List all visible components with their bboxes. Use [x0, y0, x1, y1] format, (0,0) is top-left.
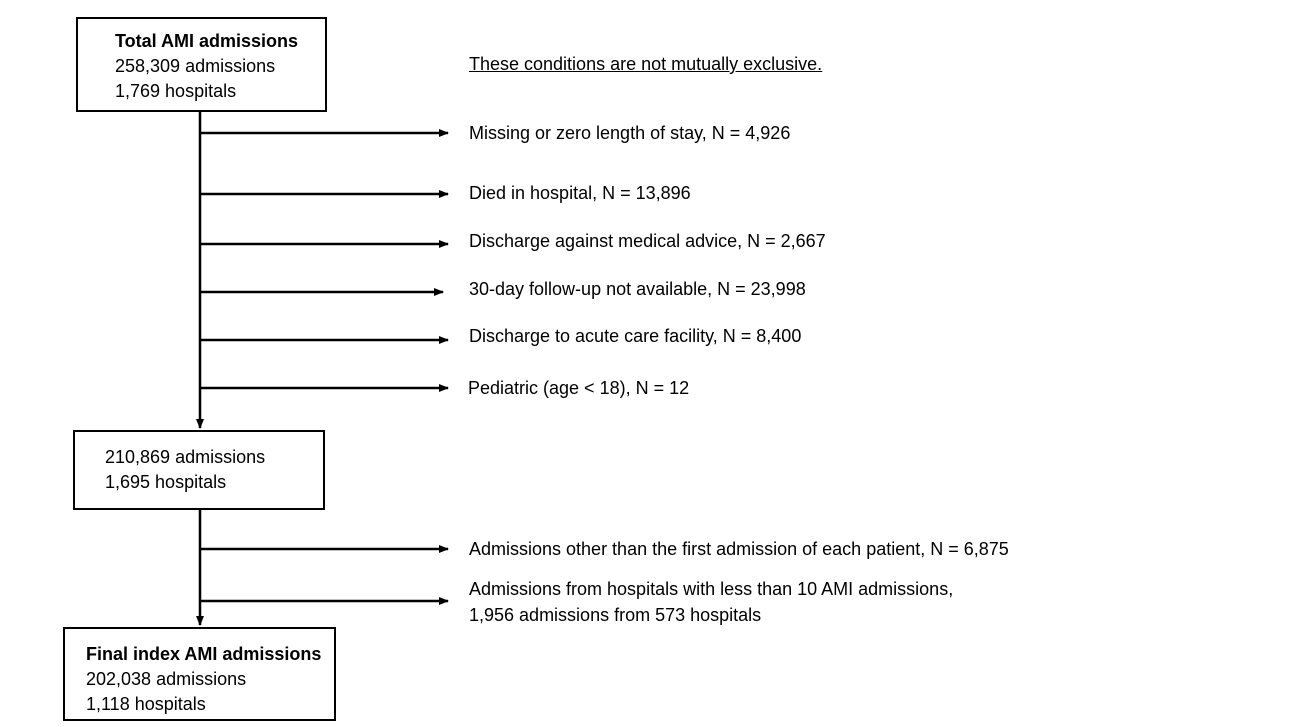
total-admissions-title: Total AMI admissions [115, 31, 299, 51]
exclusion-label-6: Pediatric (age < 18), N = 12 [468, 378, 690, 398]
exclusion-label-5: Discharge to acute care facility, N = 8,… [469, 326, 802, 346]
total-admissions-count: 258,309 admissions [115, 56, 276, 76]
exclusion-label-7: Admissions other than the first admissio… [469, 539, 1009, 559]
final-hospitals-count: 1,118 hospitals [86, 694, 206, 714]
final-admissions-box: Final index AMI admissions 202,038 admis… [63, 627, 336, 721]
total-admissions-box: Total AMI admissions 258,309 admissions … [76, 17, 327, 112]
intermediate-admissions-count: 210,869 admissions [105, 447, 266, 467]
exclusion-label-4: 30-day follow-up not available, N = 23,9… [469, 279, 806, 299]
exclusion-label-3: Discharge against medical advice, N = 2,… [469, 231, 826, 251]
intermediate-hospitals-count: 1,695 hospitals [105, 472, 227, 492]
exclusion-label-8-line2: 1,956 admissions from 573 hospitals [469, 605, 762, 625]
intermediate-admissions-box: 210,869 admissions 1,695 hospitals [73, 430, 325, 510]
final-admissions-title: Final index AMI admissions [86, 644, 322, 664]
exclusion-label-8-line1: Admissions from hospitals with less than… [469, 579, 954, 599]
exclusion-label-1: Missing or zero length of stay, N = 4,92… [469, 123, 791, 143]
final-admissions-count: 202,038 admissions [86, 669, 247, 689]
exclusion-label-2: Died in hospital, N = 13,896 [469, 183, 691, 203]
not-mutually-exclusive-note: These conditions are not mutually exclus… [469, 54, 823, 74]
total-hospitals-count: 1,769 hospitals [115, 81, 237, 101]
